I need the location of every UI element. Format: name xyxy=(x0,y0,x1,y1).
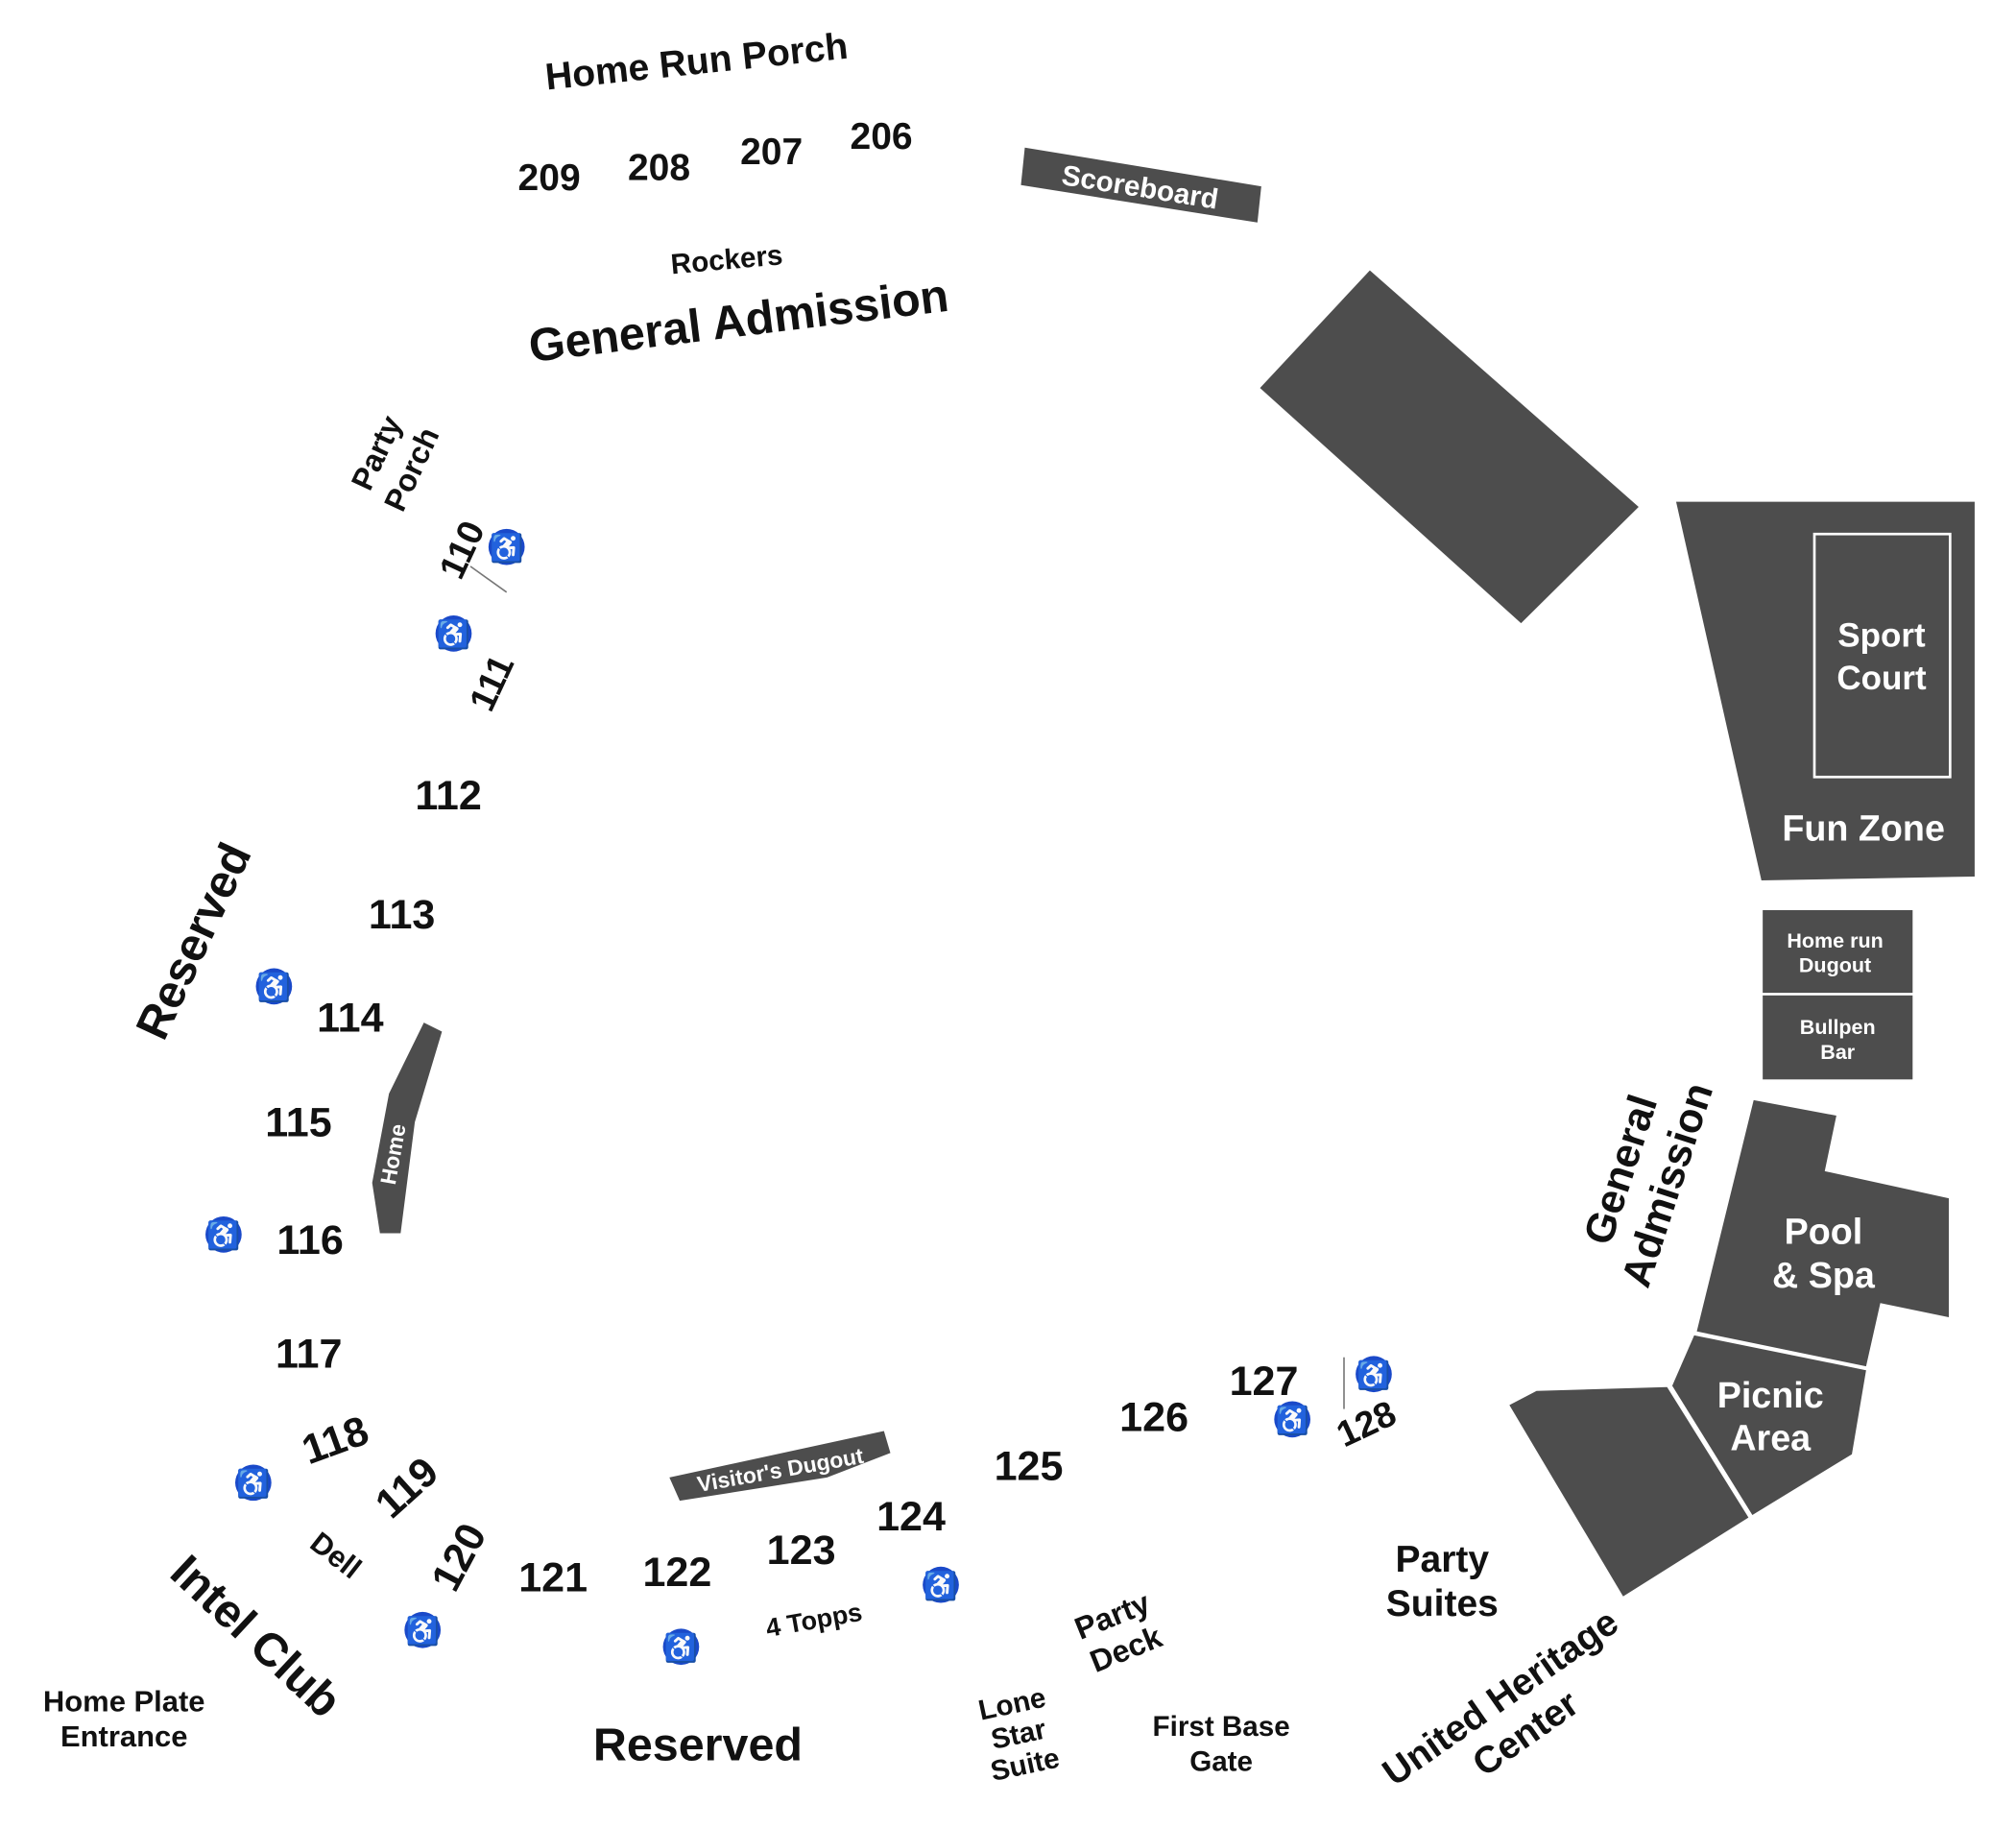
section-111[interactable]: 111 xyxy=(462,649,522,717)
section-206[interactable]: 206 xyxy=(851,116,913,157)
lone-star-suite-label: Lone Star Suite xyxy=(975,1682,1062,1788)
sport-court-label-2: Court xyxy=(1836,660,1927,697)
fun-zone[interactable]: Sport Court Fun Zone xyxy=(1675,501,1975,880)
section-207[interactable]: 207 xyxy=(740,132,803,173)
section-208[interactable]: 208 xyxy=(628,147,690,188)
pool-and-spa[interactable]: Pool & Spa xyxy=(1696,1099,1950,1367)
wheelchair-icon: ♿ xyxy=(255,968,293,1005)
wheelchair-icon: ♿ xyxy=(435,615,472,652)
party-suites-label: Party xyxy=(1396,1539,1490,1580)
section-119[interactable]: 119 xyxy=(367,1449,447,1527)
svg-text:♿: ♿ xyxy=(406,1616,440,1648)
wheelchair-icon: ♿ xyxy=(404,1611,442,1648)
section-120[interactable]: 120 xyxy=(422,1516,495,1599)
section-122[interactable]: 122 xyxy=(642,1550,711,1596)
section-209[interactable]: 209 xyxy=(518,157,581,199)
bullpen-bar[interactable]: Bullpen Bar xyxy=(1763,995,1913,1080)
wheelchair-icon: ♿ xyxy=(1274,1401,1310,1438)
section-115[interactable]: 115 xyxy=(265,1100,331,1146)
svg-text:♿: ♿ xyxy=(206,1220,240,1252)
svg-text:♿: ♿ xyxy=(1276,1405,1309,1436)
sport-court-label: Sport xyxy=(1837,616,1926,654)
scoreboard: Scoreboard xyxy=(1020,147,1261,223)
section-128[interactable]: 128 xyxy=(1331,1392,1403,1455)
rockers-label: Rockers xyxy=(669,239,783,280)
wheelchair-icon: ♿ xyxy=(488,528,525,565)
svg-text:♿: ♿ xyxy=(437,619,470,651)
home-plate-entrance-label: Home Plate xyxy=(43,1685,205,1719)
section-124[interactable]: 124 xyxy=(876,1494,946,1540)
dell-label: Dell xyxy=(304,1526,368,1586)
bullpen-bar-label-2: Bar xyxy=(1820,1041,1856,1064)
section-113[interactable]: 113 xyxy=(369,892,435,938)
wheelchair-icon: ♿ xyxy=(923,1566,959,1603)
outfield-structure xyxy=(1260,270,1639,624)
party-suites-label-2: Suites xyxy=(1386,1583,1499,1624)
svg-text:♿: ♿ xyxy=(490,532,523,564)
general-admission-right-label: General Admission xyxy=(1575,1077,1722,1292)
pool-spa-label: Pool xyxy=(1785,1211,1863,1251)
section-117[interactable]: 117 xyxy=(276,1332,342,1378)
home-run-dugout-label: Home run xyxy=(1787,929,1883,952)
bullpen-bar-label: Bullpen xyxy=(1800,1016,1876,1039)
section-114[interactable]: 114 xyxy=(317,996,384,1042)
united-heritage-center-label: United Heritage Center xyxy=(1376,1601,1626,1794)
wheelchair-icon: ♿ xyxy=(662,1628,700,1666)
wheelchair-icon: ♿ xyxy=(235,1464,272,1502)
section-123[interactable]: 123 xyxy=(767,1527,836,1574)
home-run-porch-label: Home Run Porch xyxy=(543,26,850,99)
reserved-bottom-label: Reserved xyxy=(593,1720,803,1771)
section-126[interactable]: 126 xyxy=(1119,1394,1188,1440)
pool-spa-label-2: & Spa xyxy=(1772,1255,1876,1295)
home-run-dugout-label-2: Dugout xyxy=(1799,954,1871,977)
section-divider xyxy=(469,565,508,593)
svg-text:♿: ♿ xyxy=(1356,1359,1390,1391)
home-plate-entrance-label-2: Entrance xyxy=(60,1720,187,1753)
visitors-dugout: Visitor's Dugout xyxy=(669,1431,891,1502)
section-118[interactable]: 118 xyxy=(297,1407,375,1474)
section-121[interactable]: 121 xyxy=(518,1554,588,1600)
home-dugout: Home xyxy=(372,1022,443,1234)
first-base-gate-label: First Base xyxy=(1153,1711,1290,1743)
section-116[interactable]: 116 xyxy=(276,1217,343,1263)
wheelchair-icon: ♿ xyxy=(1356,1356,1392,1393)
section-127[interactable]: 127 xyxy=(1230,1359,1299,1405)
sport-court[interactable] xyxy=(1812,532,1952,779)
section-110[interactable]: 110 xyxy=(431,515,492,585)
svg-text:♿: ♿ xyxy=(664,1632,698,1664)
picnic-area-label-2: Area xyxy=(1730,1418,1812,1458)
first-base-gate-label-2: Gate xyxy=(1189,1746,1253,1778)
visitors-dugout-label: Visitor's Dugout xyxy=(695,1443,866,1497)
four-topps-label: 4 Topps xyxy=(764,1598,865,1643)
section-125[interactable]: 125 xyxy=(995,1444,1064,1490)
svg-text:♿: ♿ xyxy=(924,1570,957,1601)
section-112[interactable]: 112 xyxy=(415,773,481,819)
picnic-area-label: Picnic xyxy=(1717,1375,1824,1415)
picnic-area[interactable]: Picnic Area xyxy=(1671,1335,1866,1515)
reserved-left-label: Reserved xyxy=(126,835,261,1047)
svg-text:♿: ♿ xyxy=(236,1468,270,1500)
svg-text:♿: ♿ xyxy=(257,972,291,1003)
party-deck-label: Party Deck xyxy=(1069,1585,1166,1679)
wheelchair-icon: ♿ xyxy=(205,1216,242,1253)
united-heritage-center[interactable] xyxy=(1509,1386,1749,1597)
home-run-dugout[interactable]: Home run Dugout xyxy=(1763,909,1913,994)
general-admission-outfield-label: General Admission xyxy=(526,270,951,373)
fun-zone-label: Fun Zone xyxy=(1782,807,1945,848)
party-porch-label: Party Porch xyxy=(345,410,446,516)
